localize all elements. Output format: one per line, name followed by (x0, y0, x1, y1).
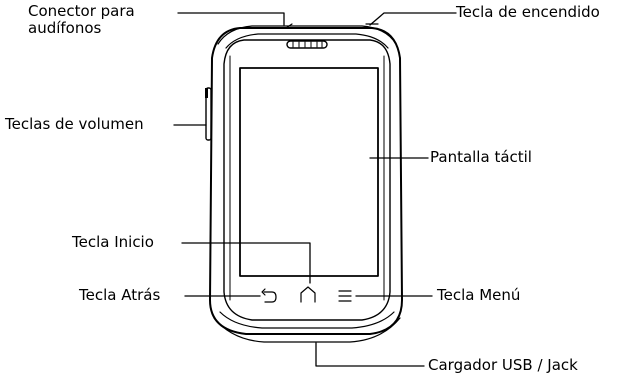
label-menu-key: Tecla Menú (437, 286, 521, 304)
label-home-key: Tecla Inicio (72, 233, 154, 251)
callout-lines (173, 12, 457, 367)
headphone-jack (285, 23, 293, 29)
label-usb-charger: Cargador USB / Jack (428, 356, 578, 374)
touchscreen (239, 67, 379, 277)
volume-keys (205, 87, 212, 141)
label-headphone-jack-line2: audífonos (28, 19, 102, 37)
label-power-key: Tecla de encendido (456, 3, 600, 21)
label-headphone-jack-line1: Conector para (28, 2, 135, 20)
back-arrow-icon[interactable] (261, 288, 277, 303)
phone-body (209, 25, 403, 343)
label-headphone-jack: Conector para audífonos (28, 3, 135, 37)
label-volume-keys: Teclas de volumen (5, 115, 144, 133)
label-touchscreen: Pantalla táctil (430, 148, 532, 166)
earpiece-speaker (286, 40, 328, 49)
label-back-key: Tecla Atrás (79, 286, 161, 304)
menu-lines-icon[interactable] (338, 290, 352, 302)
home-icon[interactable] (300, 286, 316, 303)
